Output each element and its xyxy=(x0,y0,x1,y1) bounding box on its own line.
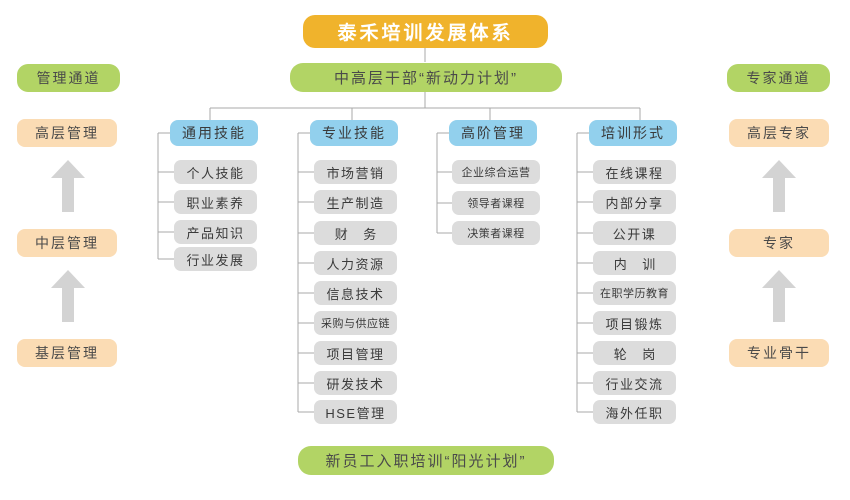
column-0-item-0[interactable]: 个人技能 xyxy=(174,160,257,184)
arrow-up-icon xyxy=(51,160,85,212)
column-0-item-2[interactable]: 产品知识 xyxy=(174,220,257,244)
column-header-1[interactable]: 专业技能 xyxy=(310,120,398,146)
column-3-item-0[interactable]: 在线课程 xyxy=(593,160,676,184)
column-header-0[interactable]: 通用技能 xyxy=(170,120,258,146)
column-1-item-3[interactable]: 人力资源 xyxy=(314,251,397,275)
right-channel-level-1: 专家 xyxy=(729,229,829,257)
arrow-up-icon xyxy=(762,270,796,322)
left-channel-level-0: 高层管理 xyxy=(17,119,117,147)
column-header-2[interactable]: 高阶管理 xyxy=(449,120,537,146)
right-channel-header: 专家通道 xyxy=(727,64,830,92)
arrow-up-icon xyxy=(51,270,85,322)
column-3-item-1[interactable]: 内部分享 xyxy=(593,190,676,214)
right-channel-level-2: 专业骨干 xyxy=(729,339,829,367)
left-channel-level-2: 基层管理 xyxy=(17,339,117,367)
column-2-item-0[interactable]: 企业综合运营 xyxy=(452,160,540,184)
column-3-item-8[interactable]: 海外任职 xyxy=(593,400,676,424)
column-1-item-4[interactable]: 信息技术 xyxy=(314,281,397,305)
column-1-item-5[interactable]: 采购与供应链 xyxy=(314,311,397,335)
column-1-item-0[interactable]: 市场营销 xyxy=(314,160,397,184)
right-channel-level-0: 高层专家 xyxy=(729,119,829,147)
column-header-3[interactable]: 培训形式 xyxy=(589,120,677,146)
column-1-item-7[interactable]: 研发技术 xyxy=(314,371,397,395)
column-2-item-1[interactable]: 领导者课程 xyxy=(452,191,540,215)
subtitle-banner: 中高层干部“新动力计划” xyxy=(290,63,562,92)
column-3-item-2[interactable]: 公开课 xyxy=(593,221,676,245)
arrow-up-icon xyxy=(762,160,796,212)
column-0-item-3[interactable]: 行业发展 xyxy=(174,247,257,271)
column-0-item-1[interactable]: 职业素养 xyxy=(174,190,257,214)
left-channel-level-1: 中层管理 xyxy=(17,229,117,257)
column-1-item-8[interactable]: HSE管理 xyxy=(314,400,397,424)
footer-banner: 新员工入职培训“阳光计划” xyxy=(298,446,554,475)
column-3-item-5[interactable]: 项目锻炼 xyxy=(593,311,676,335)
column-3-item-7[interactable]: 行业交流 xyxy=(593,371,676,395)
column-3-item-3[interactable]: 内 训 xyxy=(593,251,676,275)
column-1-item-1[interactable]: 生产制造 xyxy=(314,190,397,214)
column-3-item-4[interactable]: 在职学历教育 xyxy=(593,281,676,305)
left-channel-header: 管理通道 xyxy=(17,64,120,92)
column-1-item-6[interactable]: 项目管理 xyxy=(314,341,397,365)
diagram-title: 泰禾培训发展体系 xyxy=(303,15,548,48)
column-2-item-2[interactable]: 决策者课程 xyxy=(452,221,540,245)
column-3-item-6[interactable]: 轮 岗 xyxy=(593,341,676,365)
column-1-item-2[interactable]: 财 务 xyxy=(314,221,397,245)
